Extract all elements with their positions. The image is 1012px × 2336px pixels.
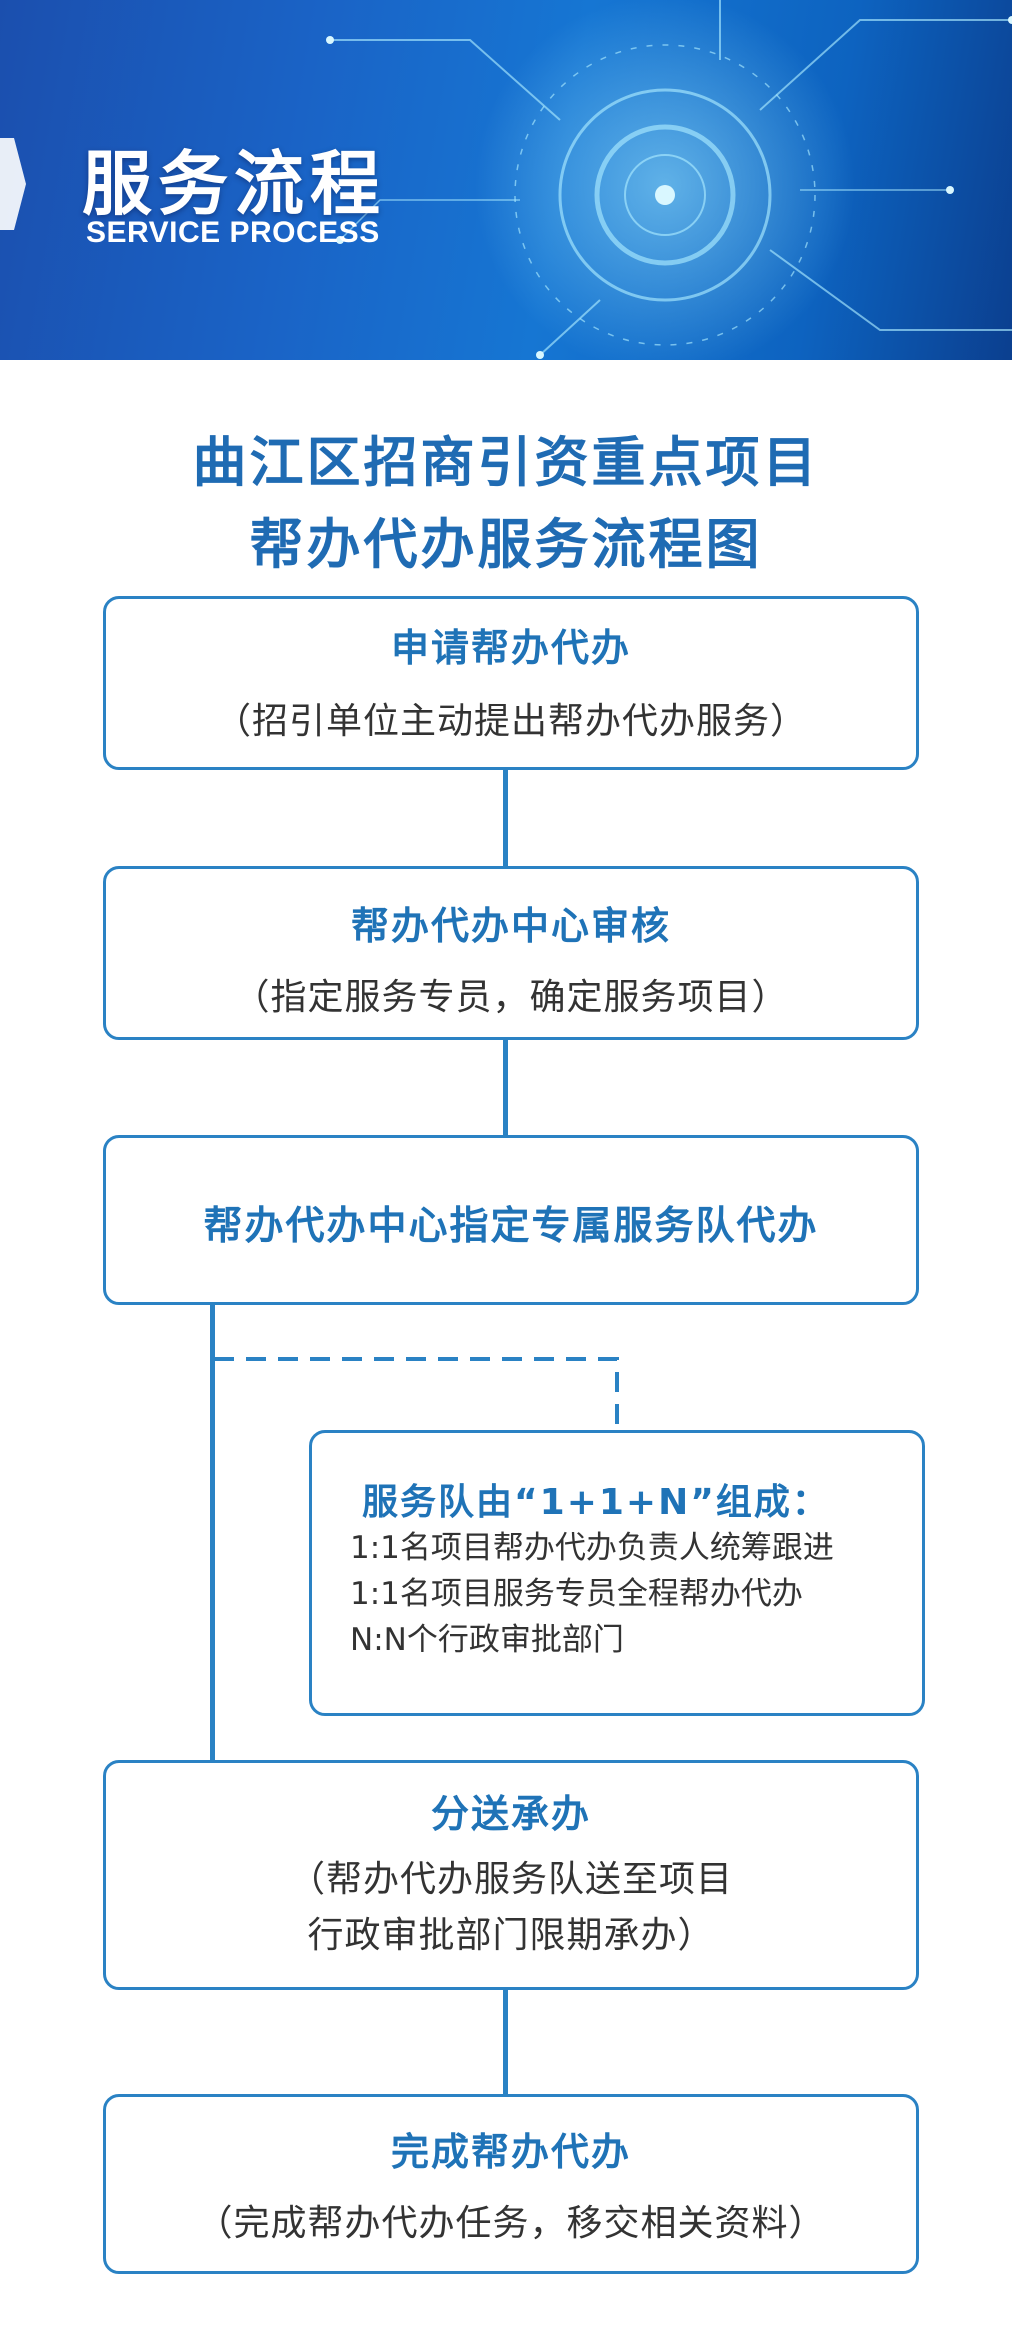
step-review-title: 帮办代办中心审核 [350,904,671,948]
step-apply-title: 申请帮办代办 [390,626,631,670]
team-composition-note: 服务队由“1+1+N”组成： 1:1名项目帮办代办负责人统筹跟进 1:1名项目服… [309,1430,925,1716]
step-review: 帮办代办中心审核 （指定服务专员，确定服务项目） [103,866,919,1040]
team-note-line: 1:1名项目帮办代办负责人统筹跟进 [350,1530,834,1566]
connector-5-6 [503,1990,508,2094]
step-review-desc: （指定服务专员，确定服务项目） [233,977,789,1018]
step-complete-desc: （完成帮办代办任务，移交相关资料） [196,2203,826,2244]
step-apply-desc: （招引单位主动提出帮办代办服务） [214,701,807,742]
connector-2-3 [503,1040,508,1135]
step-dispatch: 分送承办 （帮办代办服务队送至项目 行政审批部门限期承办） [103,1760,919,1990]
team-note-title: 服务队由“1+1+N”组成： [362,1482,830,1523]
dashed-branch-connector [214,1357,619,1431]
team-note-line: N:N个行政审批部门 [350,1622,624,1658]
flowchart-title-line2: 帮办代办服务流程图 [249,513,763,576]
banner-tab-marker [0,138,26,230]
connector-3-5 [210,1305,215,1760]
team-note-line: 1:1名项目服务专员全程帮办代办 [350,1576,803,1612]
tech-circuit-decoration [326,0,1012,360]
step-complete-title: 完成帮办代办 [390,2130,631,2174]
step-dispatch-desc-line1: （帮办代办服务队送至项目 [288,1859,733,1900]
step-dispatch-title: 分送承办 [430,1792,591,1836]
step-apply: 申请帮办代办 （招引单位主动提出帮办代办服务） [103,596,919,770]
banner-subtitle: SERVICE PROCESS [86,216,380,249]
header-banner: 服务流程 SERVICE PROCESS [0,0,1012,360]
step-assign-team: 帮办代办中心指定专属服务队代办 [103,1135,919,1305]
step-complete: 完成帮办代办 （完成帮办代办任务，移交相关资料） [103,2094,919,2274]
banner-title: 服务流程 [82,143,386,225]
step-assign-team-title: 帮办代办中心指定专属服务队代办 [203,1204,819,1249]
flowchart-title-line1: 曲江区招商引资重点项目 [192,431,820,494]
connector-1-2 [503,770,508,866]
step-dispatch-desc-line2: 行政审批部门限期承办） [307,1915,715,1956]
